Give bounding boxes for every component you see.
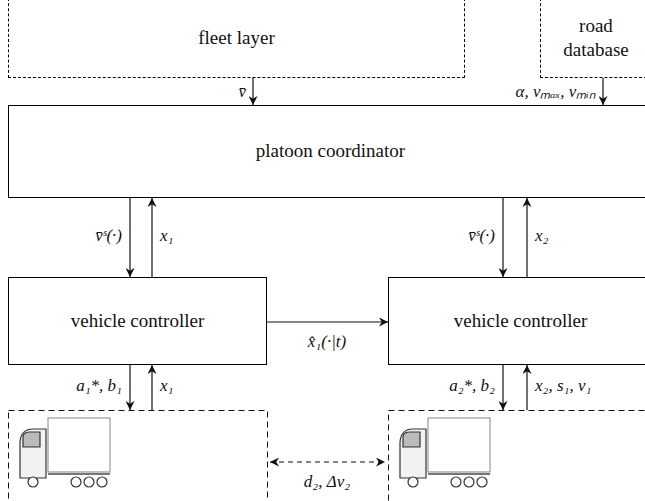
signal-arrow: [502, 365, 503, 410]
signal-arrow: [526, 198, 527, 277]
signal-label: v̄ˢ(·): [468, 226, 495, 246]
vehicle-frame: [9, 411, 268, 501]
signal-label: a₁*, b₁: [76, 376, 122, 396]
coordinator-box: platoon coordinator: [8, 105, 645, 198]
signal-label: α, vₘₐₓ, vₘᵢₙ: [515, 82, 596, 102]
box-text: vehicle controller: [71, 309, 204, 333]
signal-arrow: [526, 365, 527, 410]
vehicle-frame: [389, 411, 645, 501]
signal-label: x̂₁(·|t): [308, 332, 346, 352]
controller-box: vehicle controller: [388, 277, 645, 365]
truck-icon: [20, 418, 110, 487]
box-text: fleet layer: [198, 26, 274, 50]
signal-label: x₁: [160, 226, 173, 246]
signal-arrow: [602, 78, 603, 105]
signal-arrow: [151, 365, 152, 410]
signal-arrow: [129, 198, 130, 277]
box-text: vehicle controller: [454, 309, 587, 333]
box-text: platoon coordinator: [256, 139, 405, 163]
database-box: road database: [540, 0, 645, 78]
controller-box: vehicle controller: [8, 277, 267, 365]
signal-label: a₂*, b₂: [449, 376, 495, 396]
truck-icon: [400, 418, 490, 487]
signal-arrow: [252, 78, 253, 105]
layer-box: fleet layer: [8, 0, 465, 78]
signal-arrow: [267, 321, 388, 322]
signal-arrow: [502, 198, 503, 277]
signal-arrow: [129, 365, 130, 410]
signal-label: d₂, Δv₂: [304, 472, 350, 492]
signal-label: v̄: [238, 82, 246, 102]
signal-arrow: [151, 198, 152, 277]
signal-label: x₂: [535, 226, 548, 246]
signal-label: v̄ˢ(·): [95, 226, 122, 246]
distance-arrow: [270, 461, 385, 462]
signal-label: x₁: [160, 376, 173, 396]
box-text: road database: [553, 14, 639, 63]
signal-label: x₂, s₁, v₁: [535, 376, 591, 396]
